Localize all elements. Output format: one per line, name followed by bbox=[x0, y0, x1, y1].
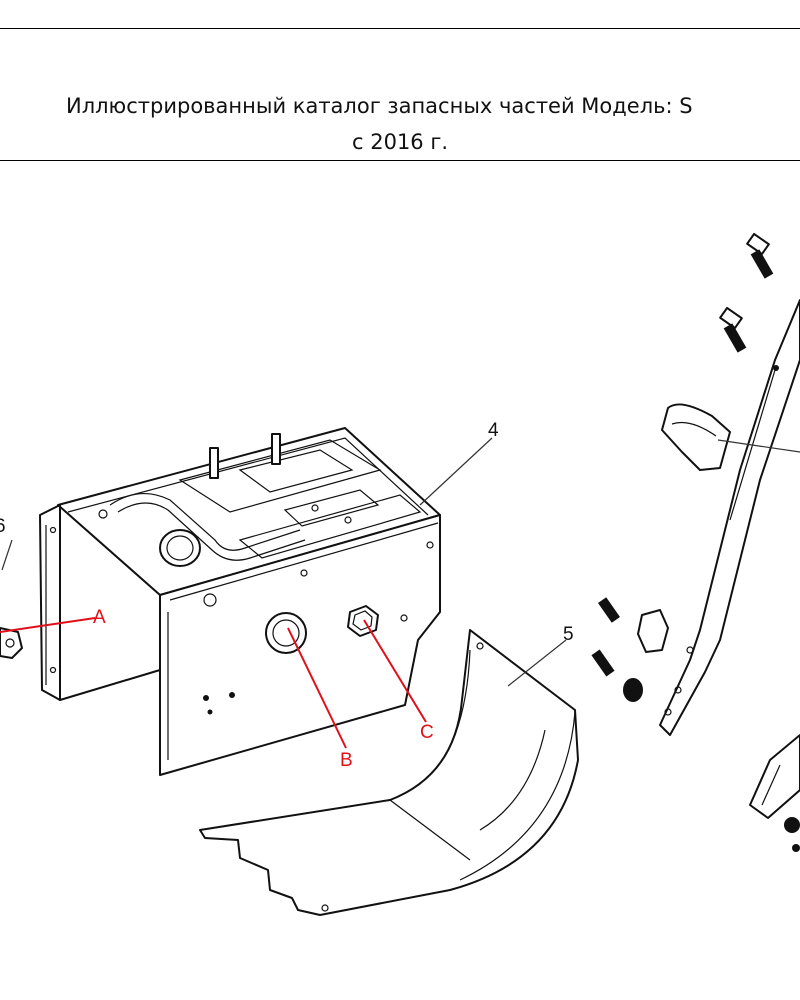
right-rail-assembly bbox=[591, 232, 800, 852]
callout-6-partial: 6 bbox=[0, 516, 6, 537]
reference-a: A bbox=[93, 607, 106, 628]
reference-c: C bbox=[420, 722, 434, 743]
housing-frame bbox=[39, 427, 441, 776]
curved-shroud bbox=[199, 629, 579, 916]
callouts: 4 5 6 A B C bbox=[0, 420, 574, 771]
catalog-title: Иллюстрированный каталог запасных частей… bbox=[66, 94, 693, 118]
header-bottom-rule bbox=[0, 160, 800, 161]
callout-5: 5 bbox=[563, 624, 574, 645]
reference-b: B bbox=[340, 750, 353, 771]
header-top-rule bbox=[0, 28, 800, 29]
part-6-fitting bbox=[0, 539, 23, 659]
catalog-subtitle: с 2016 г. bbox=[352, 130, 449, 154]
callout-4: 4 bbox=[488, 420, 499, 441]
